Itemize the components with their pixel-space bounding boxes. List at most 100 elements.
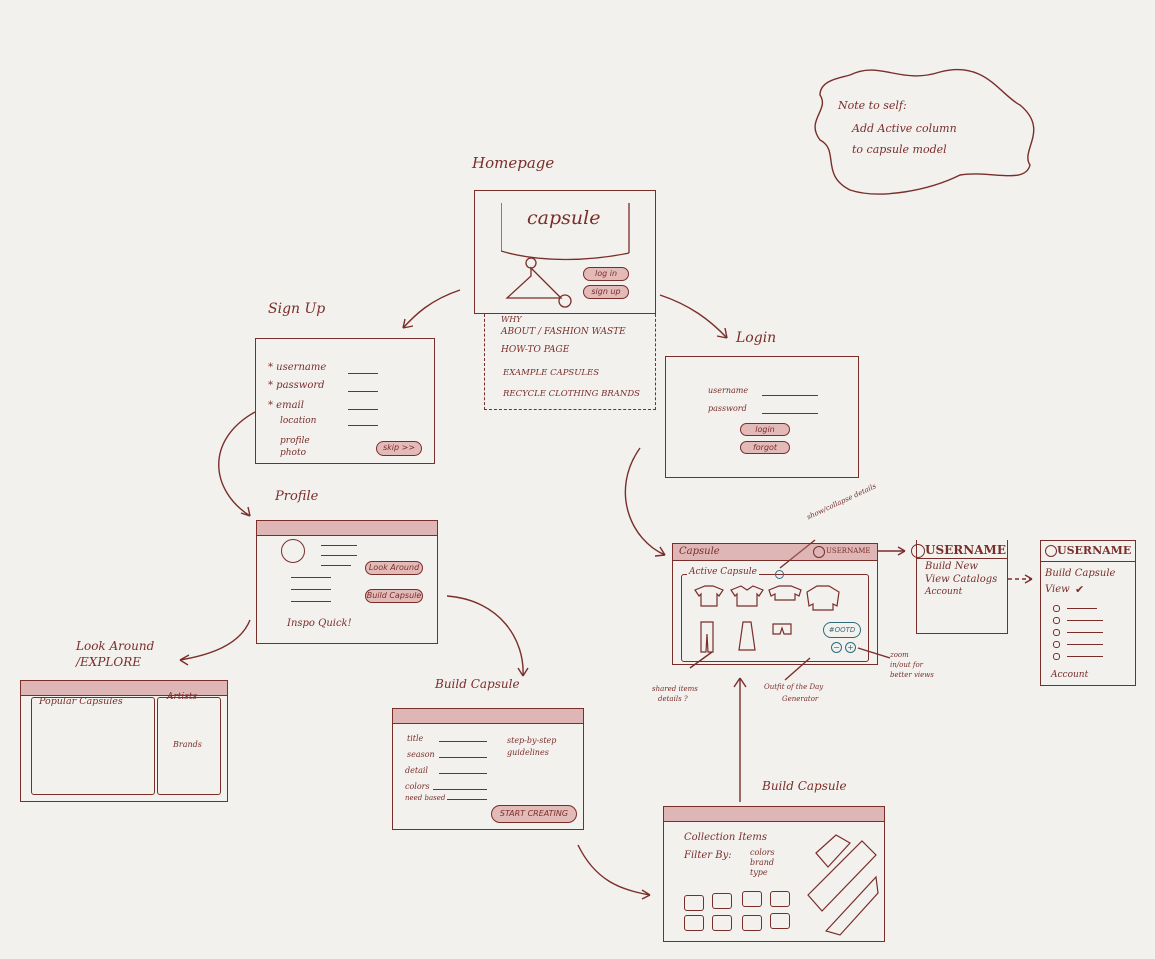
profile-header-bar <box>257 521 437 536</box>
collection-item[interactable] <box>770 913 790 929</box>
collection-item[interactable] <box>742 891 762 907</box>
build-capsule-button[interactable]: Build Capsule <box>365 589 423 603</box>
ootd-button[interactable]: #OOTD <box>823 622 861 638</box>
collection-item[interactable] <box>712 893 732 909</box>
tshirt-icon <box>694 585 724 607</box>
annotation-items-2: details ? <box>658 695 688 703</box>
artists-panel[interactable] <box>157 697 221 795</box>
collection-item[interactable] <box>742 915 762 931</box>
menu2-build-capsule[interactable]: Build Capsule <box>1045 568 1116 579</box>
clothing-grid <box>694 585 840 653</box>
menu2-view[interactable]: View <box>1045 584 1070 595</box>
menu2-account[interactable]: Account <box>1051 670 1089 680</box>
signup-email-input[interactable] <box>348 409 378 410</box>
signup-location-input[interactable] <box>348 425 378 426</box>
start-creating-button[interactable]: START CREATING <box>491 805 577 823</box>
arrow-build-build2 <box>577 844 651 896</box>
menu-item-why[interactable]: WHY <box>501 315 522 324</box>
user-icon[interactable] <box>813 546 825 558</box>
checkbox[interactable] <box>1053 629 1060 636</box>
look-around-button[interactable]: Look Around <box>365 561 423 575</box>
forgot-button[interactable]: forgot <box>740 441 790 454</box>
login-password-input[interactable] <box>762 413 818 414</box>
skirt-icon <box>738 621 756 651</box>
cardigan-icon <box>806 585 840 611</box>
note-line-2: Add Active column <box>852 122 957 135</box>
artists-label: Artists <box>167 692 198 702</box>
inspo-quick-link[interactable]: Inspo Quick! <box>287 618 352 629</box>
popular-capsules-label: Popular Capsules <box>39 696 123 707</box>
collection-item[interactable] <box>712 915 732 931</box>
checklist-line <box>1067 644 1103 645</box>
capsule-preview-hatching <box>807 834 879 936</box>
checkbox[interactable] <box>1053 617 1060 624</box>
filter-type[interactable]: type <box>750 868 768 877</box>
menu-item-recycle[interactable]: RECYCLE CLOTHING BRANDS <box>503 389 640 399</box>
toggle-details-icon[interactable] <box>775 570 784 579</box>
checkbox[interactable] <box>1053 653 1060 660</box>
annotation-items-1: shared items <box>652 685 698 693</box>
zoom-in-icon[interactable]: + <box>845 642 856 653</box>
checklist-line <box>1067 632 1103 633</box>
annotation-zoom-2: in/out for <box>890 661 924 669</box>
home-signup-button[interactable]: sign up <box>583 285 629 299</box>
collection-item[interactable] <box>684 895 704 911</box>
menu-account[interactable]: Account <box>925 587 963 597</box>
filter-brand[interactable]: brand <box>750 858 774 867</box>
capsule-app-title: Capsule <box>679 546 720 557</box>
collection-item[interactable] <box>770 891 790 907</box>
pants-icon <box>700 621 714 653</box>
user-menu2-avatar-icon <box>1045 545 1057 557</box>
signup-password-input[interactable] <box>348 391 378 392</box>
note-line-3: to capsule model <box>852 143 947 156</box>
signup-photo-label: profile photo <box>280 436 310 458</box>
build-collection-frame: Collection Items Filter By: colors brand… <box>663 806 885 942</box>
build-header-bar <box>393 709 583 724</box>
signup-username-label: * username <box>268 362 327 373</box>
filter-colors[interactable]: colors <box>750 848 775 857</box>
hanger-icon <box>501 203 630 308</box>
build-title-label: title <box>407 734 424 743</box>
collection-item[interactable] <box>684 915 704 931</box>
build-colors-input[interactable] <box>433 789 487 790</box>
user-menu-frame: USERNAME Build New View Catalogs Account <box>911 540 1008 634</box>
build-need-input[interactable] <box>447 799 487 800</box>
profile-info-line <box>321 545 357 546</box>
build-colors-label: colors <box>405 782 430 791</box>
homepage-menu: WHY ABOUT / FASHION WASTE HOW-TO PAGE EX… <box>484 314 656 410</box>
arrow-profile-explore <box>179 619 251 661</box>
arrow-signup-profile <box>218 411 256 517</box>
build2-header-bar <box>664 807 884 822</box>
shorts-icon <box>772 623 792 635</box>
home-login-button[interactable]: log in <box>583 267 629 281</box>
user-menu-divider <box>917 558 1007 559</box>
skip-button[interactable]: skip >> <box>376 441 422 456</box>
annotation-zoom-3: better views <box>890 671 934 679</box>
capsule-username[interactable]: USERNAME <box>826 547 871 555</box>
build-capsule-frame: title season detail colors need based st… <box>392 708 584 830</box>
popular-capsules-panel[interactable] <box>31 697 155 795</box>
user-menu-avatar-icon <box>911 544 925 558</box>
build-detail-input[interactable] <box>439 773 487 774</box>
menu-item-about[interactable]: ABOUT / FASHION WASTE <box>501 327 626 337</box>
build-season-label: season <box>407 750 435 759</box>
capsule-frame: Capsule USERNAME Active Capsule #OOTD − … <box>672 543 878 665</box>
build-season-input[interactable] <box>439 757 487 758</box>
signup-username-input[interactable] <box>348 373 378 374</box>
menu-item-examples[interactable]: EXAMPLE CAPSULES <box>503 368 600 378</box>
checkbox[interactable] <box>1053 605 1060 612</box>
build-title-input[interactable] <box>439 741 487 742</box>
zoom-out-icon[interactable]: − <box>831 642 842 653</box>
menu-view-catalogs[interactable]: View Catalogs <box>925 574 998 585</box>
menu-build-new[interactable]: Build New <box>925 561 978 572</box>
login-button[interactable]: login <box>740 423 790 436</box>
menu-item-howto[interactable]: HOW-TO PAGE <box>501 345 570 355</box>
active-capsule-label: Active Capsule <box>687 567 759 577</box>
profile-frame: Look Around Build Capsule Inspo Quick! <box>256 520 438 644</box>
checklist-line <box>1067 608 1097 609</box>
crop-top-icon <box>768 585 802 601</box>
checkbox[interactable] <box>1053 641 1060 648</box>
build-collection-title: Build Capsule <box>762 779 847 793</box>
login-username-input[interactable] <box>762 395 818 396</box>
